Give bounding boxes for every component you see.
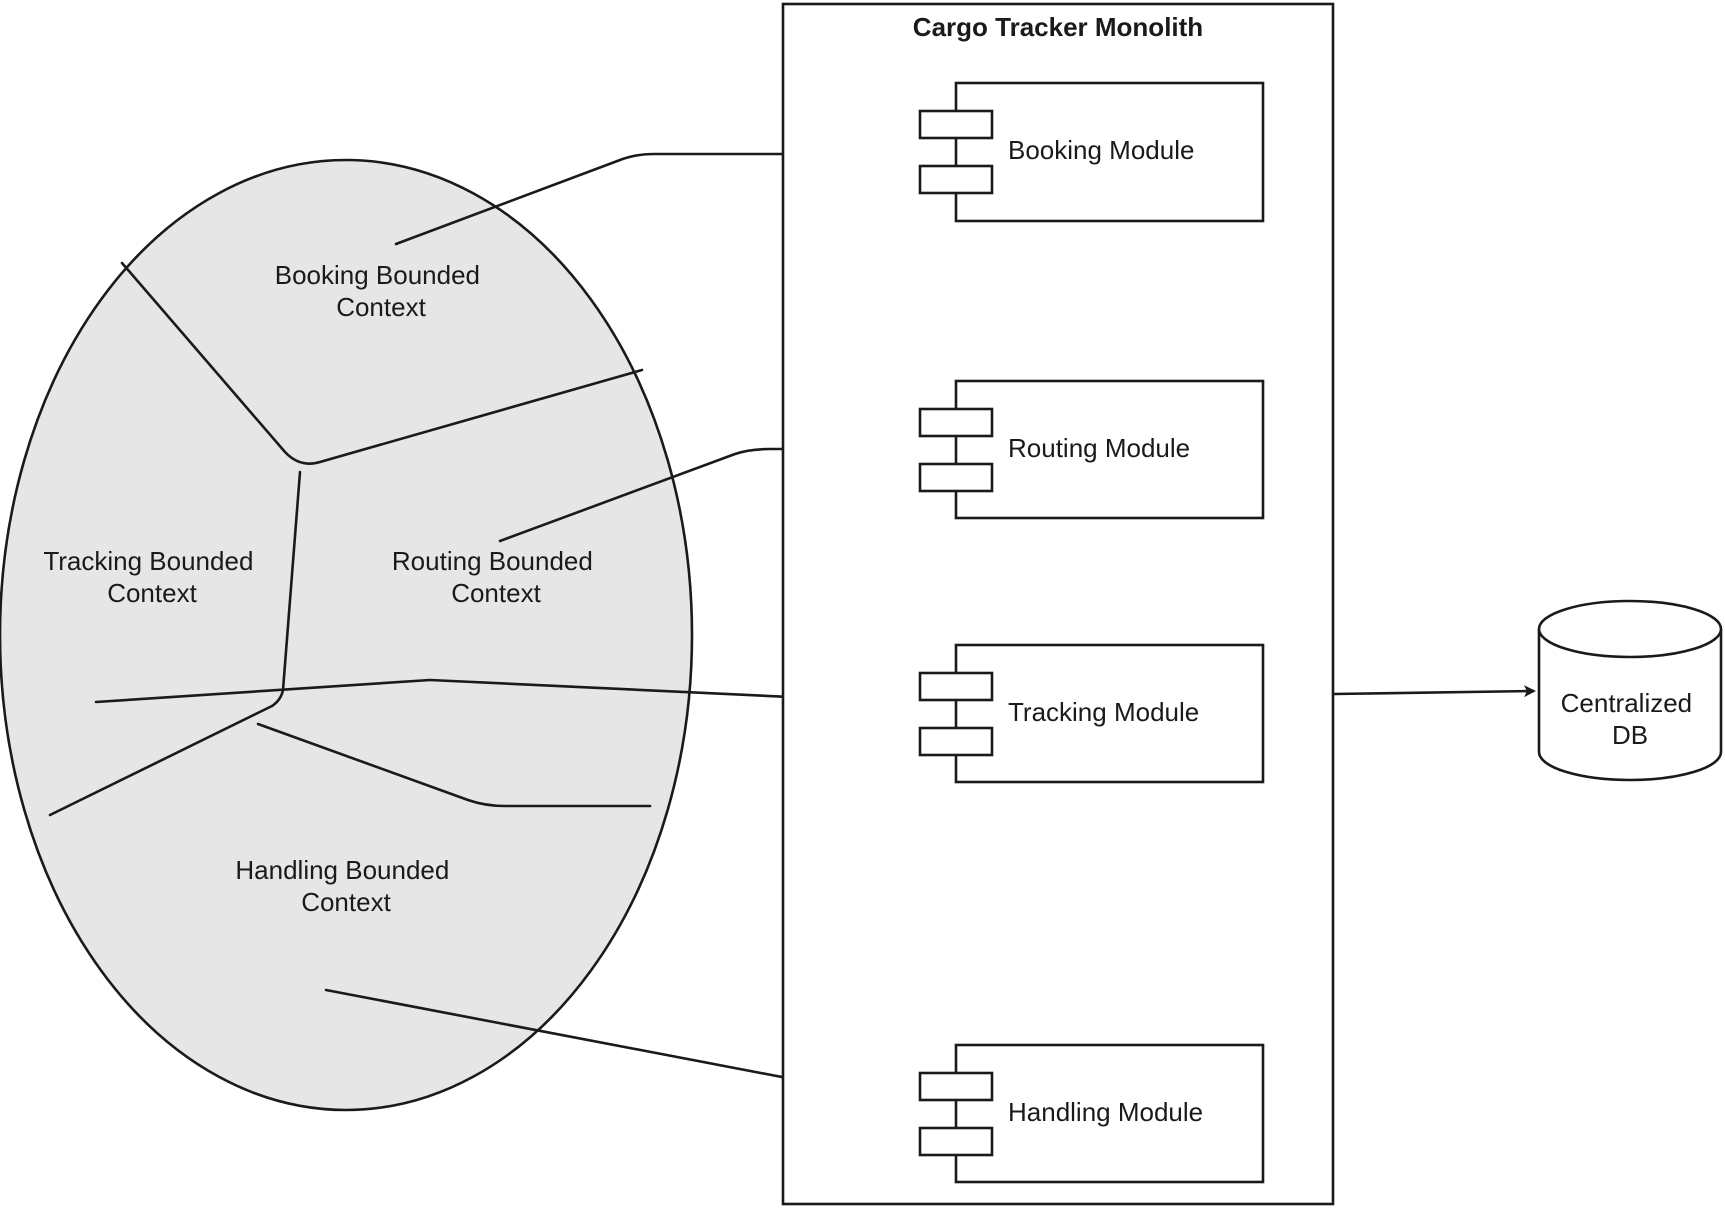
connector-routing: [498, 447, 920, 543]
handling-module[interactable]: Handling Module: [918, 1043, 1265, 1184]
db-label-line2: DB: [1612, 720, 1648, 750]
tracking-module-box: [954, 643, 1265, 784]
cylinder-icon: [1537, 599, 1723, 782]
tracking-context-line2: Context: [107, 578, 197, 608]
routing-context-line2: Context: [451, 578, 541, 608]
centralized-db[interactable]: Centralized DB: [1537, 599, 1723, 782]
booking-context-line1: Booking Bounded: [275, 260, 480, 290]
routing-module-label: Routing Module: [1008, 433, 1190, 463]
component-icon: [918, 671, 994, 757]
routing-context-label: Routing Bounded Context: [392, 546, 600, 608]
component-icon: [918, 1071, 994, 1157]
routing-module[interactable]: Routing Module: [918, 379, 1265, 520]
bounded-contexts-ellipse: Booking Bounded Context Tracking Bounded…: [0, 158, 694, 1112]
monolith-title: Cargo Tracker Monolith: [913, 12, 1203, 42]
db-label: Centralized DB: [1561, 688, 1700, 750]
component-icon: [918, 109, 994, 195]
booking-context-line2: Context: [336, 292, 426, 322]
monolith-db-arrow: [1333, 685, 1536, 698]
component-icon: [918, 407, 994, 493]
routing-module-box: [954, 379, 1265, 520]
connector-tracking: [94, 678, 920, 705]
tracking-context-line1: Tracking Bounded: [43, 546, 253, 576]
tracking-module[interactable]: Tracking Module: [918, 643, 1265, 784]
handling-module-label: Handling Module: [1008, 1097, 1203, 1127]
tracking-module-label: Tracking Module: [1008, 697, 1199, 727]
booking-module[interactable]: Booking Module: [918, 81, 1265, 223]
connector-booking: [394, 152, 920, 246]
partition-line-handling-routing: [256, 722, 652, 808]
monolith-container: Cargo Tracker Monolith Booking Module Ro…: [781, 2, 1335, 1206]
db-label-line1: Centralized: [1561, 688, 1693, 718]
handling-module-box: [954, 1043, 1265, 1184]
domain-ellipse: [0, 158, 694, 1112]
tracking-context-label: Tracking Bounded Context: [43, 546, 260, 608]
booking-module-label: Booking Module: [1008, 135, 1194, 165]
routing-context-line1: Routing Bounded: [392, 546, 593, 576]
handling-context-line1: Handling Bounded: [235, 855, 449, 885]
partition-line-booking-tracking: [120, 261, 644, 465]
booking-module-box: [954, 81, 1265, 223]
handling-context-label: Handling Bounded Context: [235, 855, 456, 917]
booking-context-label: Booking Bounded Context: [275, 260, 488, 322]
handling-context-line2: Context: [301, 887, 391, 917]
